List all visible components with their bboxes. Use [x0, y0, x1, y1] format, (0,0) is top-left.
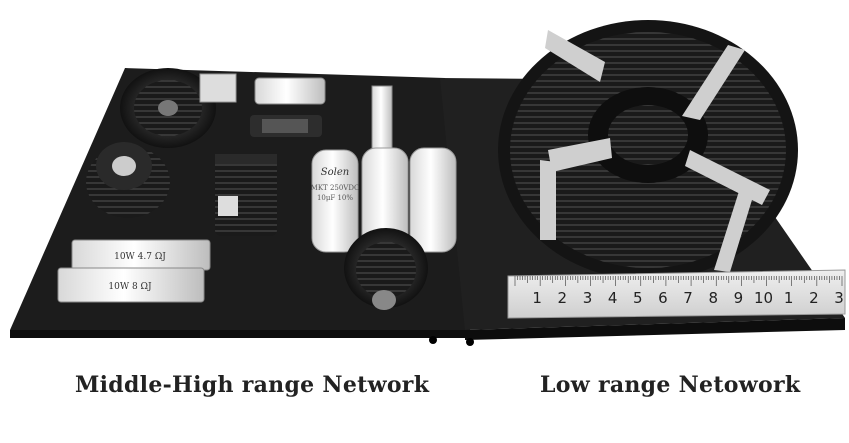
capacitor-brand: Solen: [321, 167, 349, 178]
inductor-coil-center: [215, 154, 277, 236]
inductor-coil-left: [86, 142, 170, 218]
power-resistor-lower: 10W 8 ΩJ: [57, 267, 205, 303]
crossover-photo: Solen MKT 250VDC 10μF 10% 10W 4.7 ΩJ 10W…: [10, 20, 846, 346]
ruler-number: 1: [784, 289, 794, 307]
resistor-label-lower: 10W 8 ΩJ: [108, 282, 152, 292]
ruler-number: 1: [532, 289, 542, 307]
power-resistor-upper: 10W 4.7 ΩJ: [71, 239, 211, 271]
capacitor-line-2: 10μF 10%: [317, 194, 353, 202]
large-air-core-coil: [498, 20, 798, 280]
ruler-number: 7: [683, 289, 693, 307]
caption-low-range-network: Low range Netowork: [540, 372, 801, 398]
dark-resistor: [250, 115, 322, 137]
ruler-number: 3: [834, 289, 844, 307]
capacitor-line-1: MKT 250VDC: [311, 184, 360, 192]
ruler-number: 10: [754, 289, 773, 307]
ruler-number: 2: [558, 289, 568, 307]
upright-resistor: [371, 85, 393, 157]
ruler-number: 3: [583, 289, 593, 307]
capacitor-right: [409, 147, 457, 253]
ruler-number: 2: [809, 289, 819, 307]
ruler-number: 6: [658, 289, 668, 307]
caption-middle-high-network: Middle-High range Network: [75, 372, 430, 398]
ruler-number: 9: [734, 289, 744, 307]
ruler-number: 8: [708, 289, 718, 307]
inductor-coil-bottom: [344, 228, 428, 310]
capacitor-left: Solen MKT 250VDC 10μF 10%: [311, 149, 360, 253]
small-resistor-top: [254, 77, 326, 105]
ruler-number: 4: [608, 289, 618, 307]
resistor-label-upper: 10W 4.7 ΩJ: [114, 252, 166, 262]
ruler-number: 5: [633, 289, 643, 307]
inductor-coil-small-top: [120, 68, 237, 148]
